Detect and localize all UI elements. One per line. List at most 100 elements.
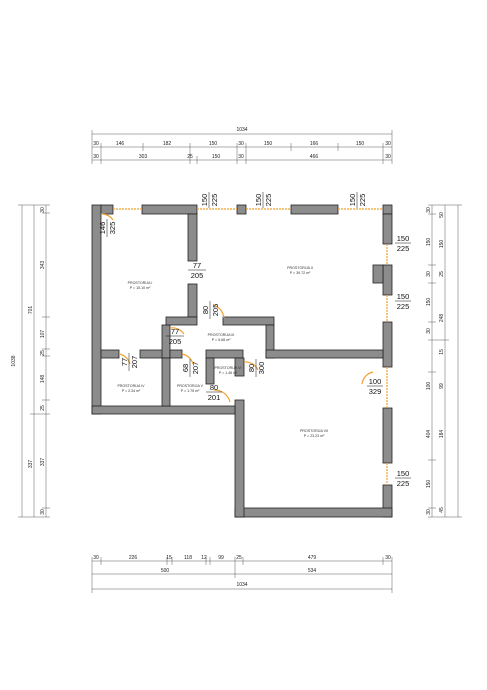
dim-label: 148 bbox=[40, 375, 46, 384]
room-area: P = 5.68 m² bbox=[212, 338, 231, 342]
window-markers bbox=[100, 208, 388, 485]
dim-label: 303 bbox=[139, 154, 148, 160]
room-name: PROSTORIJA II bbox=[287, 266, 313, 270]
right-dims-row1: 30 150 30 150 30 100 404 150 30 bbox=[426, 207, 432, 515]
window-height: 225 bbox=[264, 194, 273, 207]
dim-label: 30 bbox=[238, 154, 244, 160]
room-area: P = 1.46 m² bbox=[219, 371, 238, 375]
bottom-dims-row2: 500 534 bbox=[161, 568, 317, 574]
dim-label: 150 bbox=[209, 141, 218, 147]
dim-label: 107 bbox=[40, 330, 46, 339]
window-width: 146 bbox=[98, 222, 107, 235]
dim-label: 30 bbox=[426, 328, 432, 334]
dim-label: 184 bbox=[439, 430, 445, 439]
dim-label: 150 bbox=[264, 141, 273, 147]
left-dimensions bbox=[18, 204, 50, 518]
window-width: 150 bbox=[397, 234, 410, 243]
room-area: P = 39.72 m² bbox=[290, 271, 311, 275]
window-height: 225 bbox=[397, 479, 410, 488]
dim-label: 12 bbox=[201, 555, 207, 561]
door-width: 68 bbox=[181, 364, 190, 372]
window-labels bbox=[106, 192, 411, 479]
left-total-dim: 1038 bbox=[11, 355, 17, 366]
door-width: 80 bbox=[247, 364, 256, 372]
window-width: 150 bbox=[254, 194, 263, 207]
window-width: 100 bbox=[369, 377, 382, 386]
top-total-dim: 1034 bbox=[236, 127, 247, 133]
dim-label: 500 bbox=[161, 568, 170, 574]
door-height: 205 bbox=[191, 271, 204, 280]
dim-label: 50 bbox=[439, 212, 445, 218]
dim-label: 466 bbox=[310, 154, 319, 160]
window-width: 150 bbox=[397, 469, 410, 478]
window-width: 150 bbox=[200, 194, 209, 207]
dim-label: 337 bbox=[28, 460, 34, 469]
dim-label: 248 bbox=[439, 314, 445, 323]
door-height: 205 bbox=[211, 304, 220, 317]
dim-label: 100 bbox=[426, 382, 432, 391]
dim-label: 25 bbox=[40, 405, 46, 411]
dim-label: 45 bbox=[439, 507, 445, 513]
dim-label: 25 bbox=[40, 350, 46, 356]
door-height: 207 bbox=[130, 356, 139, 369]
top-dims-row2: 30 303 25 150 30 466 30 bbox=[93, 154, 391, 160]
door-height: 207 bbox=[191, 362, 200, 375]
top-dimensions bbox=[91, 130, 393, 164]
door-height: 205 bbox=[169, 337, 182, 346]
dim-label: 30 bbox=[426, 509, 432, 515]
dim-label: 150 bbox=[426, 298, 432, 307]
door-width: 80 bbox=[201, 306, 210, 314]
door-width: 77 bbox=[193, 261, 201, 270]
dim-label: 404 bbox=[426, 430, 432, 439]
dim-label: 343 bbox=[40, 261, 46, 270]
window-width: 150 bbox=[348, 194, 357, 207]
door-label-lines bbox=[128, 269, 257, 393]
dim-label: 30 bbox=[385, 555, 391, 561]
dim-label: 30 bbox=[40, 509, 46, 515]
left-dims-row2: 701 337 bbox=[28, 306, 34, 469]
room-name: PROSTORIJA V bbox=[177, 384, 204, 388]
dim-label: 118 bbox=[184, 555, 192, 561]
dim-label: 25 bbox=[236, 555, 242, 561]
dim-label: 30 bbox=[238, 141, 244, 147]
door-width: 77 bbox=[171, 327, 179, 336]
dim-label: 25 bbox=[439, 271, 445, 277]
right-dims-row2: 50 150 25 248 15 99 184 45 bbox=[439, 212, 445, 513]
dim-label: 30 bbox=[385, 154, 391, 160]
window-height: 325 bbox=[108, 222, 117, 235]
room-area: P = 1.75 m² bbox=[181, 389, 200, 393]
room-name: PROSTORIJA VI bbox=[214, 366, 241, 370]
dim-label: 15 bbox=[166, 555, 172, 561]
room-name: PROSTORIJA III bbox=[208, 333, 235, 337]
room-area: P = 23.23 m² bbox=[304, 434, 325, 438]
dim-label: 150 bbox=[426, 480, 432, 489]
dim-label: 150 bbox=[426, 238, 432, 247]
dim-label: 226 bbox=[129, 555, 138, 561]
door-height: 201 bbox=[208, 393, 221, 402]
room-name: PROSTORIJA VII bbox=[300, 429, 328, 433]
room-name: PROSTORIJA IV bbox=[117, 384, 145, 388]
dim-label: 30 bbox=[426, 207, 432, 213]
dim-label: 15 bbox=[439, 349, 445, 355]
window-height: 225 bbox=[397, 244, 410, 253]
dim-label: 166 bbox=[310, 141, 319, 147]
window-height: 225 bbox=[358, 194, 367, 207]
dim-label: 534 bbox=[308, 568, 317, 574]
door-width: 80 bbox=[210, 383, 218, 392]
room-name: PROSTORIJA I bbox=[128, 281, 153, 285]
dim-label: 479 bbox=[308, 555, 317, 561]
room-area: P = 2.34 m² bbox=[122, 389, 141, 393]
bottom-total-dim: 1034 bbox=[236, 582, 247, 588]
dim-label: 30 bbox=[385, 141, 391, 147]
dim-label: 150 bbox=[356, 141, 365, 147]
dim-label: 182 bbox=[163, 141, 172, 147]
dim-label: 25 bbox=[187, 154, 193, 160]
window-height: 225 bbox=[210, 194, 219, 207]
room-labels: PROSTORIJA I P = 15.10 m² PROSTORIJA II … bbox=[117, 266, 328, 438]
dim-label: 99 bbox=[439, 383, 445, 389]
dim-label: 146 bbox=[116, 141, 125, 147]
dim-label: 30 bbox=[93, 141, 99, 147]
dim-label: 30 bbox=[93, 154, 99, 160]
bottom-dims-row1: 30 226 15 118 12 99 25 479 30 bbox=[93, 555, 391, 561]
